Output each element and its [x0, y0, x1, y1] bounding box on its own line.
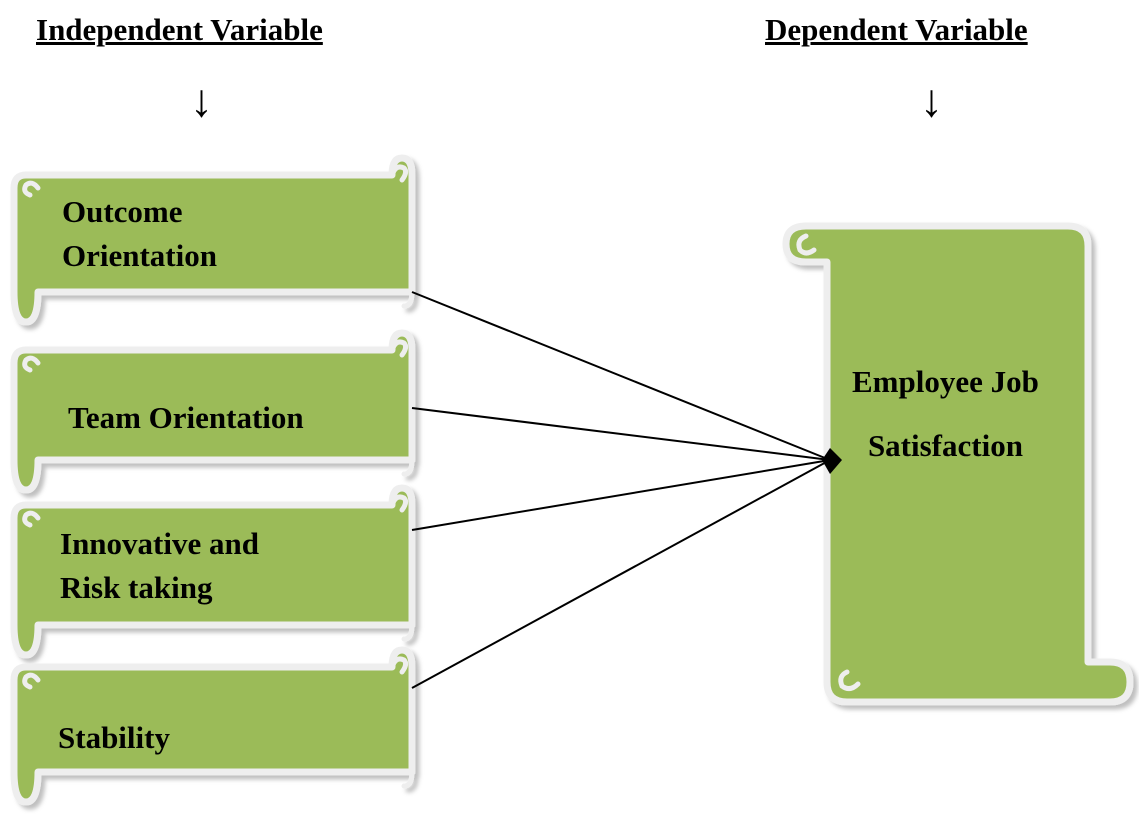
down-arrow-icon: ↓ — [190, 75, 213, 126]
connector-innovative-risk-taking — [411, 459, 831, 531]
scroll-team-orientation — [10, 329, 416, 494]
down-arrow-icon: ↓ — [920, 75, 943, 126]
dependent-variable-heading: Dependent Variable — [765, 12, 1028, 47]
connector-team-orientation — [411, 407, 831, 461]
connector-outcome-orientation — [411, 291, 831, 461]
scroll-employee-job-satisfaction — [782, 222, 1134, 706]
label-innovative-risk-taking: Innovative and Risk taking — [60, 526, 259, 605]
label-outcome-orientation: Outcome Orientation — [62, 194, 217, 273]
scroll-stability — [10, 646, 416, 806]
arrowhead-icon — [822, 448, 842, 474]
label-team-orientation: Team Orientation — [68, 400, 304, 435]
label-stability: Stability — [58, 720, 170, 755]
scroll-outcome-orientation — [10, 154, 416, 326]
label-employee-job-satisfaction: Employee Job Satisfaction — [852, 364, 1039, 463]
connector-stability — [411, 459, 831, 689]
connector-lines — [411, 291, 831, 689]
independent-variable-heading: Independent Variable — [36, 12, 323, 47]
scroll-innovative-risk-taking — [10, 484, 416, 659]
